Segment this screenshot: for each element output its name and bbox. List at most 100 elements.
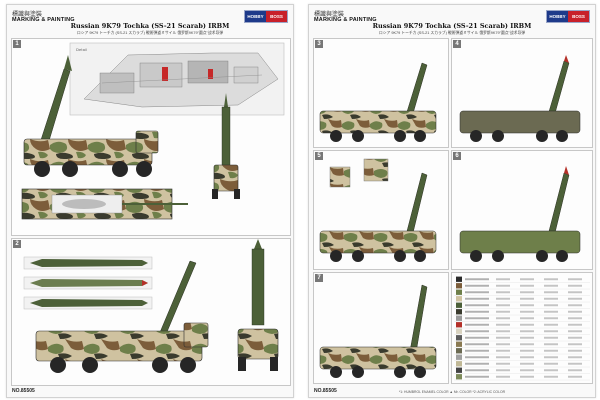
color-swatch: [456, 276, 462, 282]
color-name-placeholder: [465, 343, 489, 346]
color-code-placeholder: [520, 362, 534, 365]
page-title: Russian 9K79 Tochka (SS-21 Scarab) IRBM: [372, 22, 532, 30]
color-code-placeholder: [568, 343, 582, 346]
color-code-placeholder: [568, 278, 582, 281]
scheme-5-artwork: [319, 158, 437, 262]
color-chart-table: [454, 276, 590, 381]
color-code-placeholder: [520, 369, 534, 372]
color-code-placeholder: [544, 369, 558, 372]
color-name-placeholder: [465, 362, 489, 365]
color-code-placeholder: [496, 356, 510, 359]
color-code-placeholder: [496, 349, 510, 352]
color-code-placeholder: [520, 356, 534, 359]
color-code-placeholder: [520, 330, 534, 333]
header-en-label: MARKING & PAINTING: [12, 17, 75, 23]
header-jp-label: 標識與塗裝: [314, 11, 345, 18]
color-swatch: [456, 283, 462, 289]
color-swatch: [456, 335, 462, 341]
color-name-placeholder: [465, 369, 489, 372]
color-code-placeholder: [520, 343, 534, 346]
color-code-placeholder: [568, 304, 582, 307]
scheme-7-artwork: [319, 284, 437, 378]
color-swatch: [456, 302, 462, 308]
color-code-placeholder: [520, 278, 534, 281]
color-code-placeholder: [568, 362, 582, 365]
color-name-placeholder: [465, 284, 489, 287]
color-name-placeholder: [465, 310, 489, 313]
color-code-placeholder: [544, 291, 558, 294]
color-code-placeholder: [496, 304, 510, 307]
color-code-placeholder: [544, 317, 558, 320]
color-code-placeholder: [520, 284, 534, 287]
color-code-placeholder: [496, 323, 510, 326]
panel-number: 7: [315, 274, 323, 282]
color-name-placeholder: [465, 278, 489, 281]
vehicle-rear-view: [212, 93, 240, 199]
color-swatch: [456, 341, 462, 347]
panel-number: 1: [13, 40, 21, 48]
page-title: Russian 9K79 Tochka (SS-21 Scarab) IRBM: [70, 22, 230, 30]
color-code-placeholder: [568, 323, 582, 326]
color-swatch: [456, 374, 462, 380]
color-code-placeholder: [520, 323, 534, 326]
page-subtitle: ロシア 9K79 トーチカ (SS-21 スカラブ) 戦術弾道ミサイル 俄罗斯9…: [378, 31, 526, 35]
footer-note: *1: HUMBROL ENAMEL COLOR ▲ Mr. COLOR *2:…: [398, 390, 506, 394]
scheme-6-artwork: [459, 166, 581, 262]
color-code-placeholder: [520, 310, 534, 313]
color-name-placeholder: [465, 330, 489, 333]
vehicle-drawing: [319, 230, 437, 254]
scheme-2-artwork: [23, 239, 279, 373]
color-code-placeholder: [568, 330, 582, 333]
color-code-placeholder: [496, 278, 510, 281]
brand-logo-bottom: BOSS: [568, 11, 589, 22]
panel-number: 2: [13, 240, 21, 248]
color-code-placeholder: [568, 317, 582, 320]
detail-cutaway: [329, 166, 351, 188]
color-code-placeholder: [496, 317, 510, 320]
color-swatch: [456, 367, 462, 373]
panel-number: 5: [315, 152, 323, 160]
color-code-placeholder: [496, 291, 510, 294]
brand-logo-top: HOBBY: [547, 11, 568, 22]
color-code-placeholder: [544, 310, 558, 313]
scheme-panel-6: 6: [451, 150, 593, 270]
color-swatch: [456, 309, 462, 315]
color-code-placeholder: [568, 284, 582, 287]
color-code-placeholder: [568, 349, 582, 352]
vehicle-drawing: [319, 346, 437, 370]
color-code-placeholder: [496, 362, 510, 365]
color-code-placeholder: [544, 349, 558, 352]
vehicle-drawing: [319, 110, 437, 134]
color-swatch: [456, 315, 462, 321]
color-code-placeholder: [568, 369, 582, 372]
color-swatch: [456, 322, 462, 328]
color-code-placeholder: [568, 291, 582, 294]
detail-cutaway: [363, 158, 389, 182]
color-name-placeholder: [465, 356, 489, 359]
color-code-placeholder: [544, 343, 558, 346]
color-code-placeholder: [496, 297, 510, 300]
color-name-placeholder: [465, 349, 489, 352]
instruction-page-left: 標識與塗裝 MARKING & PAINTING HOBBY BOSS Russ…: [6, 4, 294, 398]
footer-code: NO.85505: [12, 388, 35, 394]
color-code-placeholder: [496, 343, 510, 346]
color-code-placeholder: [520, 349, 534, 352]
color-code-placeholder: [496, 375, 510, 378]
color-swatch: [456, 361, 462, 367]
scheme-panel-1: 1 De: [11, 38, 291, 236]
color-code-placeholder: [568, 310, 582, 313]
color-code-placeholder: [544, 304, 558, 307]
color-swatch: [456, 289, 462, 295]
color-code-placeholder: [544, 278, 558, 281]
color-code-placeholder: [520, 375, 534, 378]
color-chart: [451, 272, 593, 384]
color-code-placeholder: [568, 336, 582, 339]
scheme-panel-3: 3: [313, 38, 449, 148]
vehicle-side-erected: [23, 55, 159, 177]
color-code-placeholder: [568, 356, 582, 359]
color-name-placeholder: [465, 323, 489, 326]
vehicle-drawing: [459, 230, 581, 254]
scheme-panel-7: 7: [313, 272, 449, 384]
color-code-placeholder: [496, 284, 510, 287]
color-name-placeholder: [465, 336, 489, 339]
